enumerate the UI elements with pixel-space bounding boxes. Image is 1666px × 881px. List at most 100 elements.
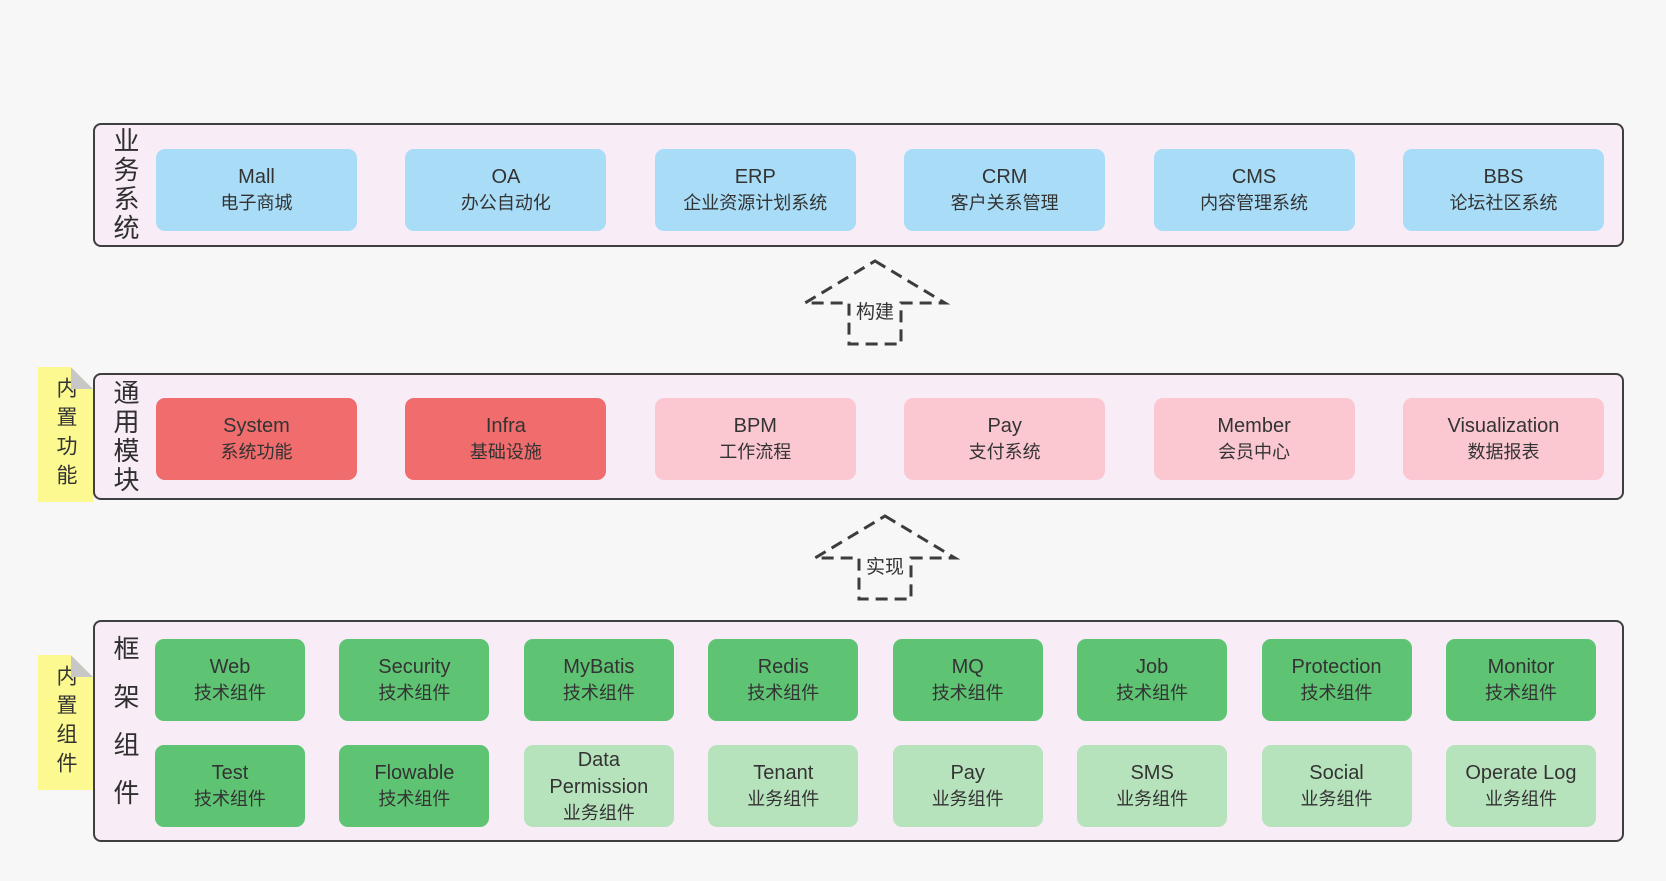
module-name: OA [491, 166, 521, 189]
module-description: 客户关系管理 [950, 193, 1059, 214]
module-name: Security [378, 656, 451, 679]
module-description: 业务组件 [931, 789, 1004, 810]
module-description: 业务组件 [1300, 789, 1373, 810]
module-box-mall: Mall 电子商城 [156, 149, 357, 231]
module-box-bpm: BPM 工作流程 [654, 398, 856, 480]
module-box-mq: MQ 技术组件 [892, 639, 1043, 721]
module-name: Operate Log [1465, 762, 1577, 785]
module-description: 技术组件 [1116, 683, 1189, 704]
module-description: 技术组件 [931, 683, 1004, 704]
layer-title: 框架组件 [103, 622, 147, 840]
module-description: 工作流程 [719, 442, 792, 463]
module-description: 技术组件 [194, 789, 266, 810]
module-box-social: Social 业务组件 [1261, 745, 1412, 827]
module-name: Protection [1291, 656, 1382, 679]
module-name: CMS [1231, 166, 1277, 189]
folded-corner-icon [71, 655, 93, 677]
module-name: Web [209, 656, 251, 679]
sticky-note-label: 内置功能 [54, 376, 77, 493]
layer-business-systems: 业务系统 Mall 电子商城 OA 办公自动化 ERP 企业资源计划系统 CRM 客户关系管理… [93, 123, 1624, 247]
arrow-label: 构建 [852, 296, 898, 325]
arrow-label: 实现 [862, 551, 908, 580]
module-name: Pay [950, 762, 985, 785]
module-description: 业务组件 [562, 802, 635, 823]
module-description: 技术组件 [1484, 683, 1557, 704]
module-box-pay: Pay 业务组件 [892, 745, 1043, 827]
module-name: Test [211, 762, 249, 785]
box-row: Mall 电子商城 OA 办公自动化 ERP 企业资源计划系统 CRM 客户关系管理 CMS 内容… [156, 149, 1604, 231]
module-name: Tenant [753, 762, 814, 785]
module-description: 办公自动化 [460, 193, 551, 214]
module-name: MQ [951, 656, 984, 679]
module-name: Visualization [1447, 415, 1560, 438]
module-name: Mall [238, 166, 275, 189]
module-box-sms: SMS 业务组件 [1077, 745, 1228, 827]
module-name: BBS [1483, 166, 1524, 189]
module-box-system: System 系统功能 [156, 398, 357, 480]
module-name: Infra [485, 415, 526, 438]
module-name: BPM [733, 415, 777, 438]
module-box-bbs: BBS 论坛社区系统 [1402, 149, 1604, 231]
module-description: 内容管理系统 [1200, 193, 1309, 214]
module-box-mybatis: MyBatis 技术组件 [523, 639, 674, 721]
module-description: 电子商城 [220, 193, 293, 214]
module-name: Monitor [1487, 656, 1555, 679]
module-box-web: Web 技术组件 [155, 639, 305, 721]
module-description: 业务组件 [1484, 789, 1557, 810]
module-name: Flowable [374, 762, 455, 785]
module-box-infra: Infra 基础设施 [405, 398, 607, 480]
block-arrow-up-icon [810, 514, 960, 601]
module-box-tenant: Tenant 业务组件 [708, 745, 859, 827]
module-name: Member [1217, 415, 1291, 438]
module-box-monitor: Monitor 技术组件 [1445, 639, 1596, 721]
module-box-crm: CRM 客户关系管理 [904, 149, 1106, 231]
sticky-note-builtin-components: 内置组件 [38, 655, 93, 790]
module-box-test: Test 技术组件 [155, 745, 305, 827]
module-name: System [223, 415, 290, 438]
module-description: 业务组件 [747, 789, 820, 810]
module-name: Pay [987, 415, 1022, 438]
module-name: Social [1309, 762, 1364, 785]
module-description: 数据报表 [1467, 442, 1540, 463]
module-description: 基础设施 [469, 442, 542, 463]
layer-title-text: 框架组件 [110, 635, 140, 827]
module-name: CRM [981, 166, 1028, 189]
sticky-note-label: 内置组件 [54, 664, 77, 781]
module-description: 技术组件 [562, 683, 635, 704]
layer-title-text: 通用模块 [110, 378, 140, 495]
module-description: 业务组件 [1116, 789, 1189, 810]
module-description: 企业资源计划系统 [683, 193, 828, 214]
box-grid: Mall 电子商城 OA 办公自动化 ERP 企业资源计划系统 CRM 客户关系管理 CMS 内容… [156, 125, 1604, 245]
dashed-arrow-build: 构建 [800, 258, 950, 348]
layer-title: 通用模块 [103, 375, 147, 498]
module-box-erp: ERP 企业资源计划系统 [654, 149, 856, 231]
module-name: MyBatis [563, 656, 635, 679]
module-description: 技术组件 [747, 683, 820, 704]
module-box-job: Job 技术组件 [1077, 639, 1228, 721]
layer-title-text: 业务系统 [110, 127, 140, 243]
module-name: SMS [1130, 762, 1174, 785]
module-name: ERP [734, 166, 776, 189]
module-description: 系统功能 [220, 442, 293, 463]
block-arrow-up-icon [800, 259, 950, 346]
module-description: 技术组件 [194, 683, 266, 704]
module-box-cms: CMS 内容管理系统 [1153, 149, 1355, 231]
module-box-visualization: Visualization 数据报表 [1402, 398, 1604, 480]
module-name: Job [1135, 656, 1169, 679]
layer-title: 业务系统 [103, 125, 147, 245]
module-description: 论坛社区系统 [1449, 193, 1558, 214]
module-box-oa: OA 办公自动化 [405, 149, 607, 231]
